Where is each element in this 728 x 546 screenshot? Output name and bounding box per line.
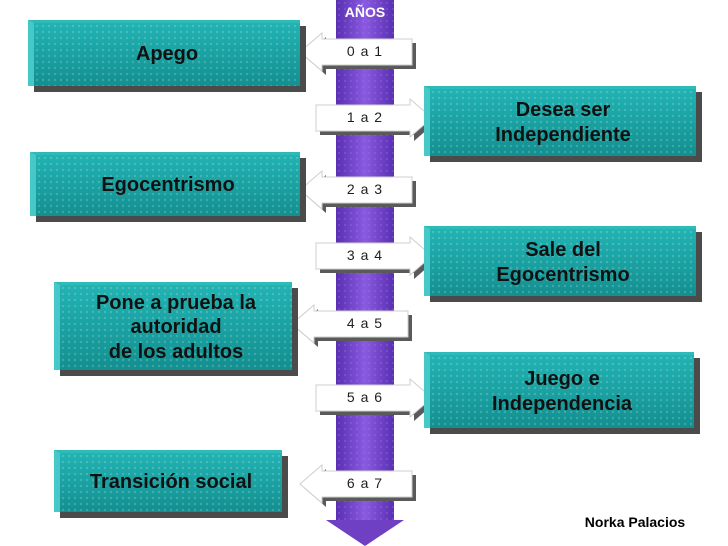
age-arrow-right (315, 377, 433, 419)
timeline-arrow-head (326, 520, 404, 546)
stage-label: Pone a prueba la autoridad de los adulto… (95, 291, 257, 363)
age-arrow-right (315, 97, 433, 139)
stage-label: Transición social (89, 471, 253, 494)
stage-box-3: Egocentrismo (30, 152, 300, 216)
age-range-label: 1 a 2 (346, 109, 384, 125)
stage-box-5: Pone a prueba la autoridad de los adulto… (54, 282, 292, 370)
stage-label: Egocentrismo (101, 174, 235, 197)
age-range-label: 6 a 7 (346, 475, 384, 491)
age-range-label: 4 a 5 (346, 315, 384, 331)
age-arrow-left (299, 463, 413, 505)
stage-box-6: Juego e Independencia (424, 352, 694, 428)
age-arrow-left (291, 303, 409, 345)
age-range-label: 0 a 1 (346, 43, 384, 59)
axis-title: AÑOS (344, 4, 386, 20)
age-arrow-left (299, 169, 413, 211)
age-range-label: 3 a 4 (346, 247, 384, 263)
stage-box-2: Desea ser Independiente (424, 86, 696, 156)
stage-label: Sale del Egocentrismo (496, 239, 630, 286)
age-arrow-right (315, 235, 433, 277)
stage-label: Apego (135, 43, 199, 66)
stage-box-4: Sale del Egocentrismo (424, 226, 696, 296)
stage-box-7: Transición social (54, 450, 282, 512)
stage-label: Juego e Independencia (491, 368, 633, 415)
stage-box-1: Apego (28, 20, 300, 86)
author-credit: Norka Palacios (584, 514, 686, 530)
age-range-label: 2 a 3 (346, 181, 384, 197)
age-range-label: 5 a 6 (346, 389, 384, 405)
stage-label: Desea ser Independiente (495, 99, 631, 146)
age-arrow-left (299, 31, 413, 73)
